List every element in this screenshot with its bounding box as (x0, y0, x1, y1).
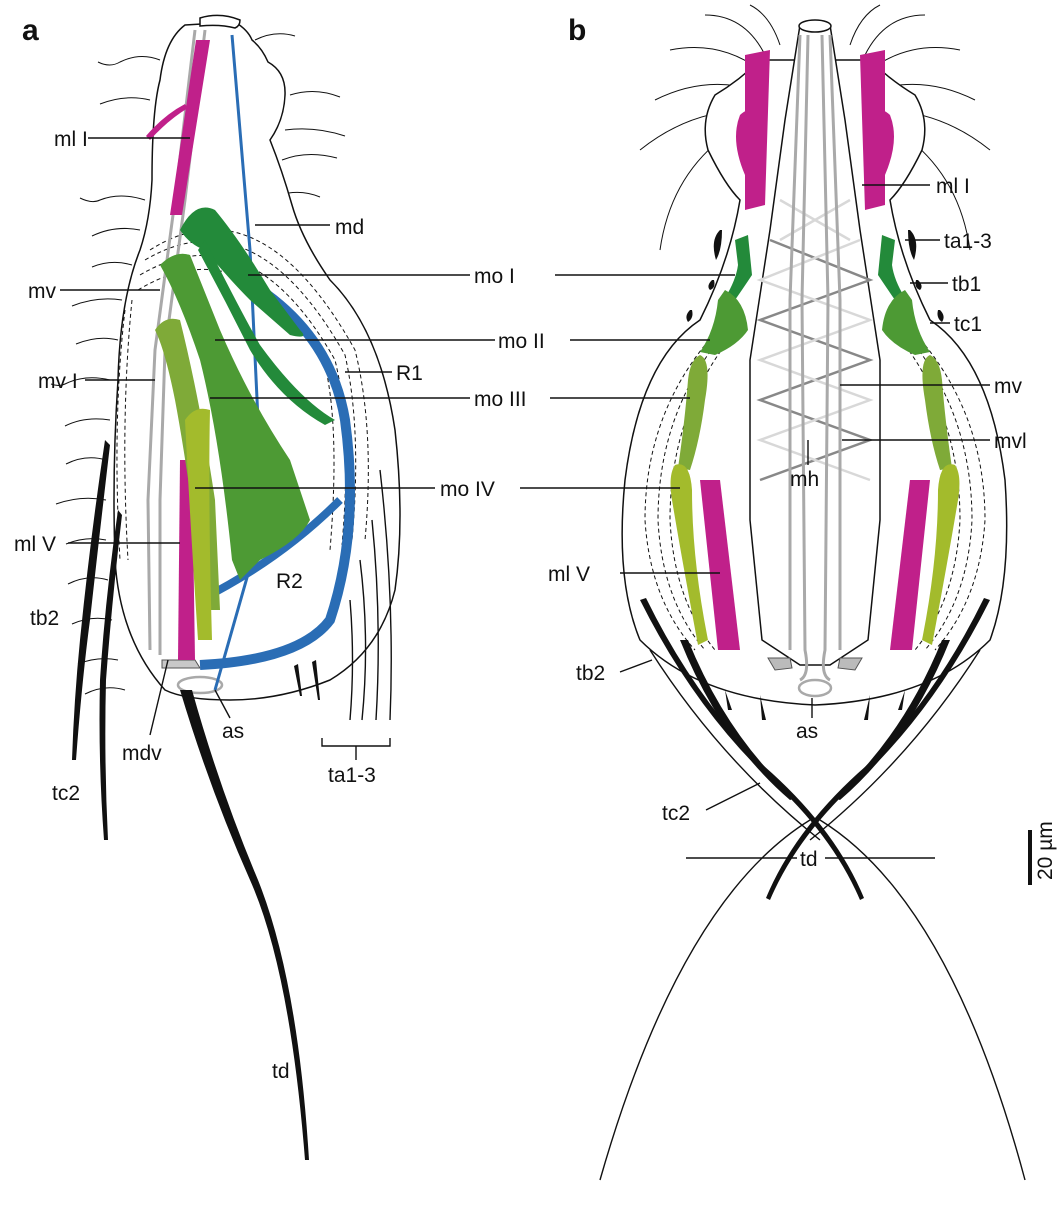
label-ta1-3-a: ta1-3 (328, 764, 376, 787)
label-mo-iii: mo III (474, 388, 527, 411)
label-mo-ii: mo II (498, 330, 545, 353)
label-mvl: mvl (994, 430, 1027, 453)
label-mv-b: mv (994, 375, 1022, 398)
label-ml-v-b: ml V (548, 563, 590, 586)
label-tc2-b: tc2 (662, 802, 690, 825)
label-tb2-a: tb2 (30, 607, 59, 630)
label-r1: R1 (396, 362, 423, 385)
label-ml-i-a: ml I (54, 128, 88, 151)
mouth-cone-a (200, 15, 240, 28)
label-td-b: td (800, 848, 818, 871)
panel-b-letter: b (568, 14, 586, 47)
label-mh: mh (790, 468, 819, 491)
panel-a-letter: a (22, 14, 39, 47)
label-as-b: as (796, 720, 818, 743)
label-tb1: tb1 (952, 273, 981, 296)
label-ml-v-a: ml V (14, 533, 56, 556)
label-r2: R2 (276, 570, 303, 593)
label-ta1-3-b: ta1-3 (944, 230, 992, 253)
label-mv-i: mv I (38, 370, 78, 393)
label-mv-a: mv (28, 280, 56, 303)
label-td-a: td (272, 1060, 290, 1083)
label-mdv: mdv (122, 742, 162, 765)
label-ml-i-b: ml I (936, 175, 970, 198)
mouth-b (799, 20, 831, 32)
label-md: md (335, 216, 364, 239)
label-tc2-a: tc2 (52, 782, 80, 805)
panel-a: a (14, 14, 545, 1160)
scale-bar-label: 20 µm (1034, 821, 1057, 880)
label-tc1: tc1 (954, 313, 982, 336)
as-ring-b (799, 680, 831, 696)
label-mo-i: mo I (474, 265, 515, 288)
label-as-a: as (222, 720, 244, 743)
panel-b: b (520, 5, 1057, 1180)
label-mo-iv: mo IV (440, 478, 495, 501)
label-tb2-b: tb2 (576, 662, 605, 685)
